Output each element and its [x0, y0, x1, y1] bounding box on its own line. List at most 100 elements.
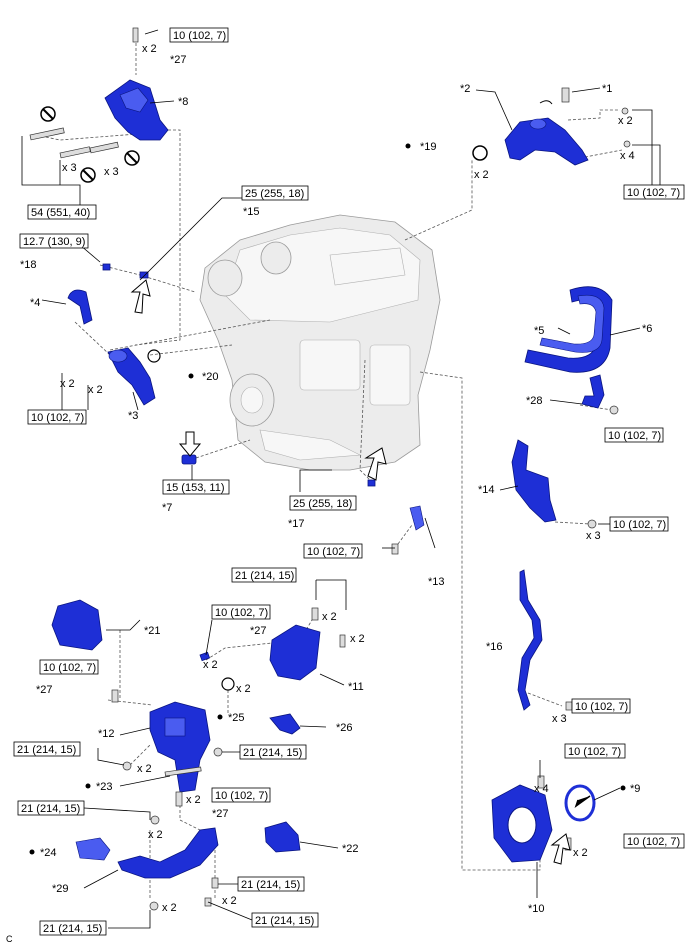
callout-3: *3	[128, 410, 138, 422]
part-26-gasket	[269, 713, 301, 735]
callout-19: *19	[420, 141, 437, 153]
torque-label: 10 (102, 7)	[31, 412, 84, 424]
callout-20: *20	[202, 371, 219, 383]
part-5-6-pipe	[524, 286, 613, 373]
bolt-28	[609, 405, 619, 415]
callout-24: *24	[40, 847, 57, 859]
bolt-12a	[122, 761, 132, 771]
qty-label: x 2	[618, 115, 633, 127]
bolt-27-left	[111, 689, 119, 703]
qty-label: x 2	[236, 683, 251, 695]
qty-label: x 2	[148, 829, 163, 841]
torque-label: 21 (214, 15)	[243, 747, 302, 759]
part-24-gasket	[75, 837, 111, 861]
bullet-9	[620, 785, 626, 791]
torque-label: 25 (255, 18)	[293, 498, 352, 510]
part-14-insulator	[511, 439, 557, 523]
callout-27-top: *27	[170, 54, 187, 66]
bullet-19	[405, 143, 411, 149]
callout-21: *21	[144, 625, 161, 637]
bullet-20	[188, 373, 194, 379]
callout-11: *11	[348, 681, 364, 693]
qty-label: x 2	[142, 43, 157, 55]
torque-label: 25 (255, 18)	[245, 188, 304, 200]
part-21-cover	[51, 599, 103, 651]
torque-label: 21 (214, 15)	[21, 803, 80, 815]
part-2-bypass	[504, 87, 589, 166]
callout-23: *23	[96, 781, 113, 793]
callout-25: *25	[228, 712, 245, 724]
callout-4: *4	[30, 297, 40, 309]
part-19-o-ring	[472, 145, 488, 161]
leader-lines	[21, 29, 661, 929]
qty-label: x 2	[222, 895, 237, 907]
callout-12: *12	[98, 728, 115, 740]
qty-label: x 2	[573, 847, 588, 859]
part-15-plug	[139, 271, 149, 279]
qty-label: x 4	[620, 150, 635, 162]
callout-17: *17	[288, 518, 305, 530]
bullet-24	[29, 849, 35, 855]
guide-lines	[35, 38, 623, 900]
bolt-2b	[623, 140, 631, 148]
qty-label: x 2	[162, 902, 177, 914]
callout-27-left: *27	[36, 684, 53, 696]
callout-29: *29	[52, 883, 69, 895]
torque-label: 21 (214, 15)	[235, 570, 294, 582]
callout-14: *14	[478, 484, 495, 496]
callout-6: *6	[642, 323, 652, 335]
callout-26: *26	[336, 722, 353, 734]
qty-label: x 2	[60, 378, 75, 390]
torque-label: 10 (102, 7)	[627, 836, 680, 848]
torque-label: 21 (214, 15)	[17, 744, 76, 756]
callout-8: *8	[178, 96, 188, 108]
part-4-hose	[67, 289, 93, 325]
part-10-retainer	[491, 775, 572, 863]
torque-label: 10 (102, 7)	[43, 662, 96, 674]
qty-label: x 4	[534, 783, 549, 795]
bolt-14	[587, 519, 597, 529]
callout-2: *2	[460, 83, 470, 95]
qty-label: x 3	[62, 162, 77, 174]
part-28-bracket	[581, 374, 605, 409]
torque-label: 10 (102, 7)	[215, 790, 268, 802]
bullet-25	[217, 714, 223, 720]
bolt-13	[391, 543, 399, 555]
part-8-bracket	[104, 27, 169, 141]
torque-label: 10 (102, 7)	[568, 746, 621, 758]
part-22-cover	[264, 821, 301, 853]
torque-label: 10 (102, 7)	[608, 430, 661, 442]
callout-16: *16	[486, 641, 503, 653]
qty-label: x 2	[203, 659, 218, 671]
qty-label: x 2	[186, 794, 201, 806]
torque-label: 10 (102, 7)	[215, 607, 268, 619]
callout-27-mid: *27	[250, 625, 267, 637]
hollow-arrow-7	[178, 431, 202, 457]
bolt-2a	[621, 107, 629, 115]
part-11-cooler	[269, 607, 346, 681]
callout-15: *15	[243, 206, 260, 218]
qty-label: x 2	[322, 611, 337, 623]
torque-label: 21 (214, 15)	[255, 915, 314, 927]
hatched-arrow-17	[364, 447, 387, 481]
bolt-12b	[213, 747, 223, 757]
bolt-16	[565, 701, 573, 711]
torque-label: 10 (102, 7)	[173, 30, 226, 42]
callout-10: *10	[528, 903, 545, 915]
corner-label: C	[6, 934, 13, 944]
callout-1: *1	[602, 83, 612, 95]
part-16-pipe	[517, 569, 543, 711]
qty-label: x 3	[552, 713, 567, 725]
part-3-inlet	[107, 347, 156, 406]
part-29-pipe	[117, 791, 219, 911]
callout-9: *9	[630, 783, 640, 795]
torque-label: 10 (102, 7)	[307, 546, 360, 558]
qty-label: x 2	[137, 763, 152, 775]
part-18-sensor	[102, 263, 111, 271]
torque-label: 54 (551, 40)	[31, 207, 90, 219]
torque-label: 21 (214, 15)	[241, 879, 300, 891]
hatched-arrow-15	[130, 279, 151, 314]
part-13-bracket	[409, 505, 425, 531]
part-23-rod	[164, 766, 202, 777]
callout-13: *13	[428, 576, 445, 588]
